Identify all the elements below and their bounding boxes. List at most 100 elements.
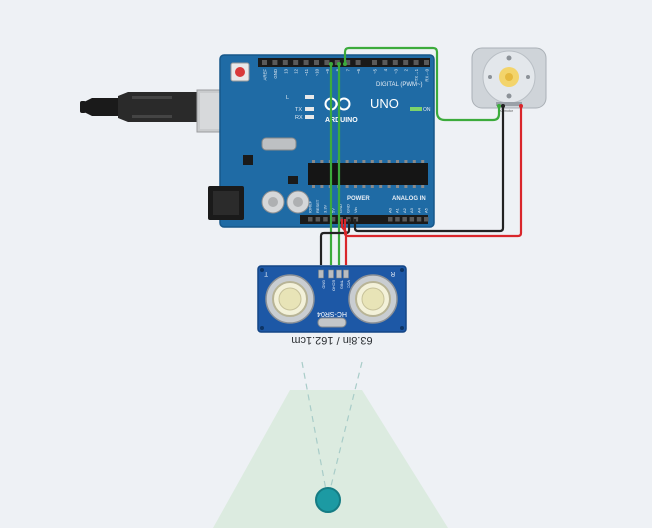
- analog-pin-socket[interactable]: [409, 217, 415, 222]
- power-pin-socket[interactable]: [338, 217, 343, 222]
- analog-pin-label: A2: [402, 207, 407, 213]
- led-on: [410, 107, 422, 111]
- led-l-label: L: [286, 95, 289, 101]
- arduino-model: UNO: [370, 96, 399, 111]
- digital-pin-socket[interactable]: [355, 60, 361, 65]
- analog-pin-label: A1: [395, 207, 400, 213]
- power-analog-header: [300, 215, 428, 224]
- digital-pin-socket[interactable]: [262, 60, 267, 65]
- digital-pin-socket[interactable]: [334, 60, 340, 65]
- digital-pin-socket[interactable]: [314, 60, 319, 65]
- digital-pin-label: ~9: [325, 68, 330, 74]
- analog-pin-label: A4: [416, 207, 421, 213]
- sensor-pin[interactable]: [343, 269, 349, 279]
- analog-pin-socket[interactable]: [395, 217, 400, 222]
- led-on-label: ON: [423, 107, 431, 113]
- analog-header-label: ANALOG IN: [392, 196, 426, 202]
- arduino-board[interactable]: AREF GND 13 12 ~11 ~10 ~9 8 7 ~6 ~5 4 ~3 2 TX→1 RX←0 DI…: [208, 54, 435, 228]
- digital-pin-label: GND: [273, 69, 278, 79]
- digital-pin-label: ~11: [304, 68, 309, 76]
- svg-text:R: R: [390, 270, 395, 276]
- digital-pin-label: 13: [283, 68, 288, 73]
- power-header-label: POWER: [347, 196, 370, 202]
- power-pin-label: Vin: [353, 207, 358, 213]
- power-pin-label: RESET: [315, 199, 320, 213]
- wire-motor-signal[interactable]: [343, 46, 501, 122]
- power-pin-label: GND: [346, 204, 351, 213]
- digital-pin-label: TX→1: [414, 68, 419, 81]
- led-rx-label: RX: [295, 115, 303, 121]
- analog-pin-label: A3: [409, 207, 414, 213]
- digital-pin-label: 7: [346, 68, 351, 71]
- sensor-model-label: HC-SR04: [317, 310, 347, 317]
- power-pin-label: 3.3V: [323, 204, 328, 213]
- digital-pin-label: ~10: [315, 68, 320, 76]
- digital-pin-label: ~5: [373, 68, 378, 74]
- arduino-brand: ARDUINO: [325, 117, 358, 124]
- wires: [319, 46, 523, 265]
- digital-pin-socket[interactable]: [282, 60, 288, 65]
- crystal: [261, 137, 297, 151]
- sensor-pin-label: TRIG: [340, 280, 344, 289]
- sensing-cone: [213, 390, 448, 528]
- digital-pin-label: ~3: [393, 68, 398, 74]
- power-pin-socket[interactable]: [315, 217, 321, 222]
- digital-pin-socket[interactable]: [424, 60, 429, 65]
- wire-sensor-gnd[interactable]: [319, 219, 351, 265]
- power-pin-label: GND: [338, 204, 343, 213]
- power-pin-socket[interactable]: [330, 217, 336, 222]
- power-pin-label: 5V: [330, 208, 335, 213]
- analog-pin-socket[interactable]: [388, 217, 393, 222]
- distance-readout: 63.8in / 162.1cm: [291, 334, 372, 346]
- digital-pin-socket[interactable]: [413, 60, 419, 65]
- atmega-chip: [308, 163, 428, 185]
- sensor-pin-label: VCC: [347, 280, 351, 288]
- digital-pin-socket[interactable]: [293, 60, 299, 65]
- digital-pin-label: 2: [404, 68, 409, 71]
- digital-pin-socket[interactable]: [372, 60, 377, 65]
- digital-pin-socket[interactable]: [382, 60, 388, 65]
- analog-pin-socket[interactable]: [402, 217, 407, 222]
- svg-text:T: T: [264, 270, 268, 276]
- digital-pin-socket[interactable]: [403, 60, 409, 65]
- digital-pin-label: 4: [383, 68, 388, 71]
- reset-button-cap: [235, 67, 245, 77]
- led-rx: [305, 115, 314, 119]
- sensor-pin-label: GND: [322, 280, 326, 289]
- analog-pin-label: A0: [388, 207, 393, 213]
- power-pin-socket[interactable]: [323, 217, 328, 222]
- digital-pin-label: ~6: [356, 68, 361, 74]
- analog-pin-socket[interactable]: [416, 217, 422, 222]
- digital-pin-socket[interactable]: [272, 60, 278, 65]
- led-tx-label: TX: [295, 107, 302, 113]
- led-l: [305, 95, 314, 99]
- sensor-pin-label: ECHO: [332, 280, 336, 291]
- analog-pin-socket[interactable]: [424, 217, 429, 222]
- sensor-pin[interactable]: [318, 269, 324, 279]
- sensor-pin[interactable]: [336, 269, 342, 279]
- digital-pin-label: AREF: [263, 69, 268, 81]
- digital-pin-labels: AREF GND 13 12 ~11 ~10 ~9 8 7 ~6 ~5 4 ~3 2 TX→1 RX←0: [263, 68, 430, 81]
- digital-pin-label: 12: [294, 68, 299, 73]
- digital-pin-socket[interactable]: [303, 60, 309, 65]
- sensor-pin[interactable]: [328, 269, 334, 279]
- distance-target-handle[interactable]: [315, 487, 341, 513]
- motor-label: DC motor: [498, 109, 514, 113]
- digital-pin-socket[interactable]: [392, 60, 398, 65]
- analog-pin-label: A5: [424, 207, 429, 213]
- digital-pin-label: 8: [335, 68, 340, 71]
- usb-cable: [80, 89, 234, 133]
- digital-pin-socket[interactable]: [345, 60, 351, 65]
- dc-motor[interactable]: DC motor: [471, 47, 547, 113]
- digital-header-label: DIGITAL (PWM~): [376, 82, 423, 88]
- digital-pin-label: RX←0: [425, 68, 430, 81]
- led-tx: [305, 107, 314, 111]
- wire-motor-vcc[interactable]: [343, 106, 523, 238]
- wire-motor-gnd[interactable]: [353, 106, 505, 233]
- power-pin-socket[interactable]: [308, 217, 313, 222]
- digital-pin-socket[interactable]: [324, 60, 330, 65]
